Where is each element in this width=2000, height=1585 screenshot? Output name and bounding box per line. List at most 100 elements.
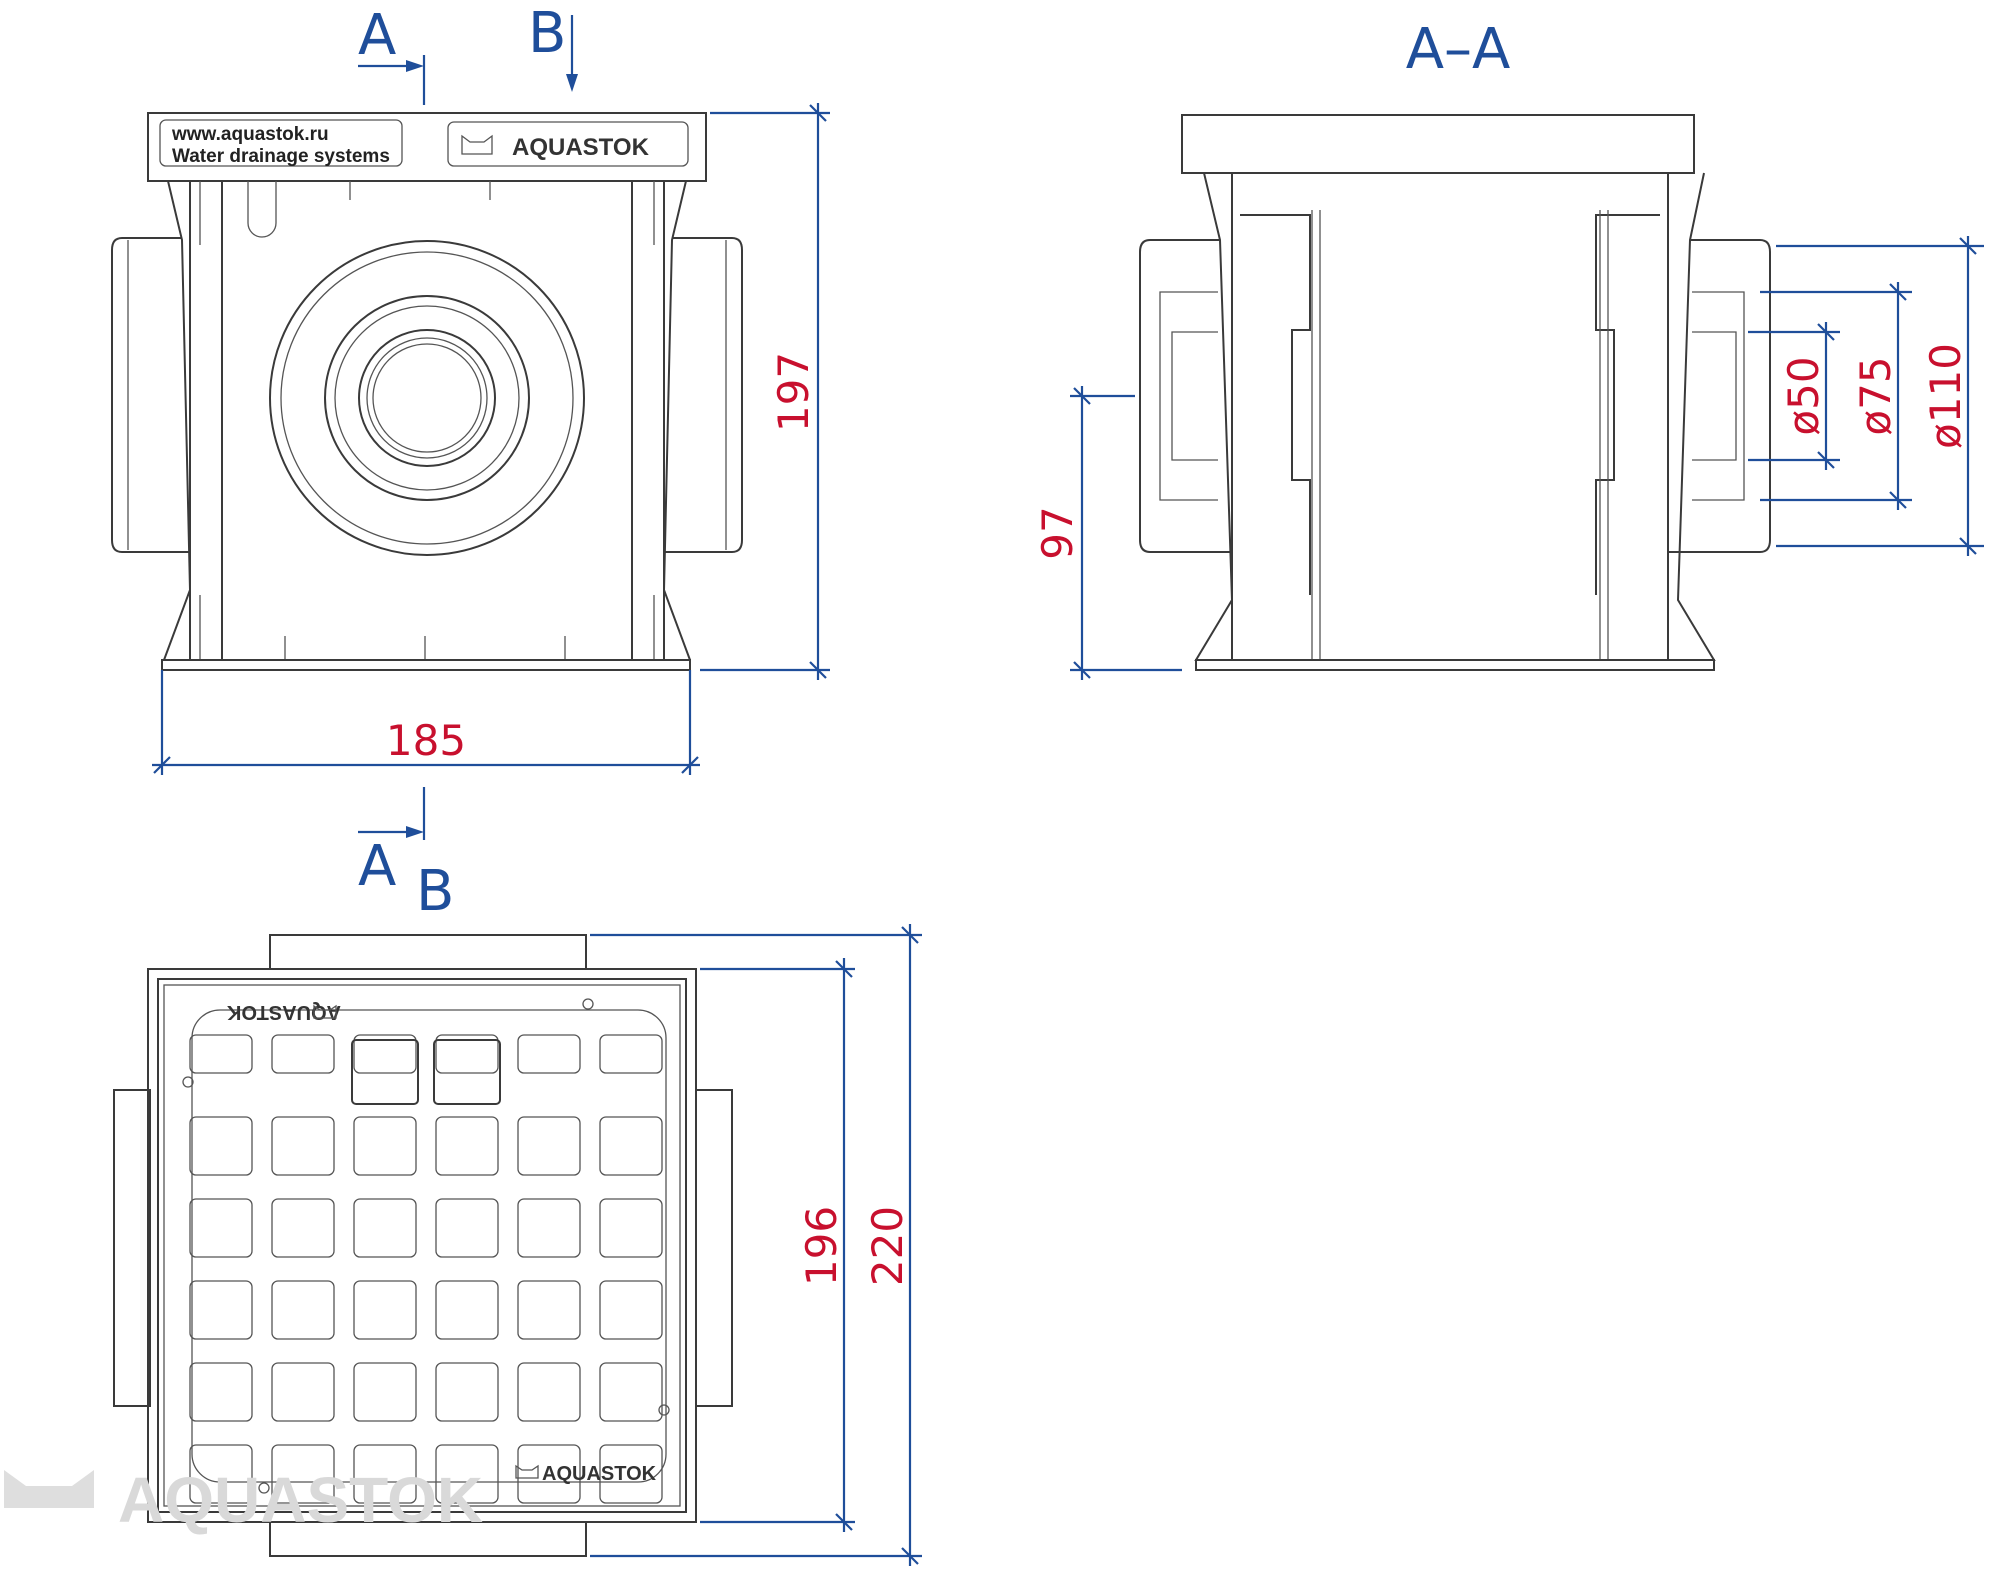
dim-220-text: 220	[863, 1206, 912, 1286]
grate-slot	[189, 1034, 253, 1074]
grate-slot-highlight	[433, 1039, 501, 1105]
grate-slot	[189, 1116, 253, 1176]
outlet-ring-110	[269, 240, 585, 556]
front-right-wall	[662, 180, 691, 661]
dim-197-text: 197	[769, 352, 818, 432]
section-a-bottom-label: A	[358, 834, 396, 899]
section-top-rim	[1181, 114, 1695, 174]
grate-slots	[189, 1034, 663, 1504]
grate-slot	[599, 1444, 663, 1504]
front-bottom-flange	[161, 659, 691, 671]
front-logo-text: AQUASTOK	[512, 134, 650, 161]
section-right-step	[1595, 214, 1660, 595]
grate-slot	[189, 1280, 253, 1340]
grate-logo-top-icon	[313, 1004, 337, 1019]
aquastok-logo-icon	[461, 134, 493, 155]
grate-logo-top-text: AQUASTOK	[226, 1001, 341, 1023]
top-view-grate: AQUASTOK AQUASTOK	[113, 934, 733, 1557]
grate-slot	[353, 1362, 417, 1422]
grate-slot	[517, 1444, 581, 1504]
dim-97-text: 97	[1033, 506, 1082, 559]
watermark: AQUASTOK	[4, 1464, 483, 1536]
section-b-bottom-label: B	[416, 859, 454, 924]
grate-slot	[599, 1116, 663, 1176]
front-logo-panel	[447, 121, 689, 167]
outlet-ring-75	[324, 295, 530, 501]
dim-d50-text: ø50	[1779, 356, 1828, 435]
grate-slot	[599, 1198, 663, 1258]
grate-slot	[435, 1116, 499, 1176]
grate-slot	[435, 1280, 499, 1340]
section-a-label: A	[358, 3, 396, 68]
grate-slot	[599, 1362, 663, 1422]
grate-slot	[599, 1034, 663, 1074]
grate-frame-inner	[157, 978, 687, 1513]
dim-185: 185	[152, 670, 700, 775]
dim-220: 220	[590, 924, 922, 1566]
section-b-arrow	[566, 74, 578, 92]
grate-slot	[353, 1034, 417, 1074]
grate-slot	[271, 1116, 335, 1176]
front-notch	[247, 181, 277, 238]
grate-slot	[435, 1444, 499, 1504]
dim-196: 196	[700, 958, 855, 1532]
watermark-text: AQUASTOK	[118, 1464, 483, 1536]
section-right-pipe	[1668, 239, 1771, 553]
grate-slot	[517, 1280, 581, 1340]
front-right-pipe	[664, 237, 743, 553]
section-bottom-flange	[1195, 659, 1715, 671]
section-a-arrow	[406, 60, 424, 72]
grate-slot	[353, 1116, 417, 1176]
top-pipe-top	[269, 934, 587, 970]
dim-185-text: 185	[386, 716, 466, 765]
website-text: www.aquastok.ru	[171, 124, 329, 145]
grate-slot	[517, 1034, 581, 1074]
dim-d75-text: ø75	[1851, 356, 1900, 435]
section-outer-wall	[1194, 172, 1716, 661]
watermark-logo-icon	[4, 1470, 94, 1508]
grate-slot	[271, 1198, 335, 1258]
grate-slot-highlight	[351, 1039, 419, 1105]
grate-logo-bottom-text: AQUASTOK	[542, 1463, 657, 1485]
section-view: A–A	[1139, 17, 1771, 671]
grate-slot	[517, 1198, 581, 1258]
grate-inner-outline	[191, 1009, 667, 1483]
grate-slot	[353, 1280, 417, 1340]
dim-197: 197	[700, 103, 830, 680]
grate-slot	[435, 1362, 499, 1422]
front-top-rim	[147, 112, 707, 182]
grate-slot	[353, 1198, 417, 1258]
grate-slot	[599, 1280, 663, 1340]
section-title: A–A	[1406, 17, 1511, 82]
grate-slot	[271, 1034, 335, 1074]
grate-slot	[517, 1116, 581, 1176]
grate-slot	[517, 1362, 581, 1422]
grate-slot	[189, 1444, 253, 1504]
tagline-text: Water drainage systems	[172, 146, 390, 167]
website-panel	[159, 119, 403, 167]
grate-slot	[435, 1198, 499, 1258]
dim-196-text: 196	[797, 1206, 846, 1286]
grate-slot	[189, 1362, 253, 1422]
grate-slot	[189, 1198, 253, 1258]
grate-slot	[271, 1280, 335, 1340]
dim-97: 97	[1033, 386, 1182, 680]
grate-slot	[271, 1444, 335, 1504]
grate-slot	[271, 1362, 335, 1422]
grate-slot	[353, 1444, 417, 1504]
section-a-bottom-arrow	[406, 826, 424, 838]
grate-slot	[435, 1034, 499, 1074]
top-pipe-right	[695, 1089, 733, 1407]
grate-logo-bottom-icon	[515, 1464, 539, 1479]
front-left-wall	[163, 180, 192, 661]
section-left-step	[1240, 214, 1311, 595]
section-markers: A B A B	[358, 1, 578, 924]
front-view: www.aquastok.ru Water drainage systems A…	[111, 112, 743, 671]
outlet-ring-50	[358, 329, 496, 467]
grate-frame-outer	[147, 968, 697, 1523]
top-pipe-left	[113, 1089, 151, 1407]
section-b-label: B	[528, 1, 566, 66]
dim-d110-text: ø110	[1921, 343, 1970, 449]
front-left-pipe	[111, 237, 190, 553]
